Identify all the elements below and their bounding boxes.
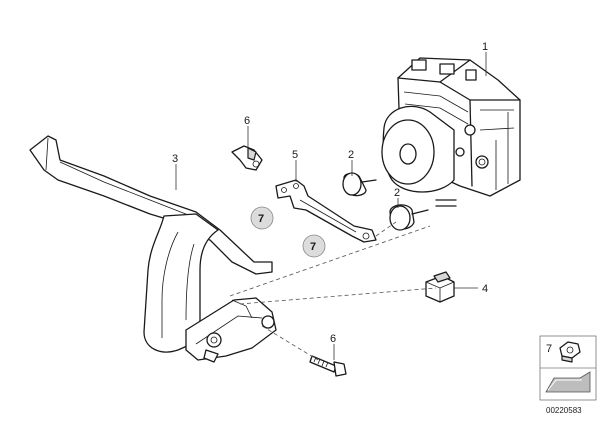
main-bracket-part[interactable] — [29, 135, 277, 363]
callout-2-upper: 2 — [348, 149, 354, 161]
hex-nut-icon — [559, 341, 581, 363]
reference-bubble-7-lower[interactable]: 7 — [302, 234, 326, 258]
bolt-part[interactable] — [309, 355, 347, 377]
callout-2-lower: 2 — [394, 187, 400, 199]
legend-box: 7 — [539, 335, 597, 401]
callout-5: 5 — [292, 149, 298, 161]
arrow-icon — [545, 371, 591, 393]
reference-bubble-7-upper[interactable]: 7 — [250, 206, 274, 230]
callout-labels: 1 2 2 3 4 5 6 6 — [172, 41, 488, 345]
callout-6-clip: 6 — [244, 115, 250, 127]
legend-label: 7 — [546, 343, 552, 355]
hydraulic-unit-part[interactable] — [381, 57, 521, 207]
callout-6-bolt: 6 — [330, 333, 336, 345]
small-bracket-part[interactable] — [275, 179, 377, 243]
alignment-lines — [229, 221, 437, 361]
bubble-label: 7 — [258, 213, 264, 225]
bubble-label: 7 — [310, 241, 316, 253]
rubber-mount-upper[interactable] — [342, 172, 377, 197]
callout-4: 4 — [482, 283, 488, 295]
leader-lines — [175, 52, 487, 360]
callout-3: 3 — [172, 153, 178, 165]
rubber-mount-lower[interactable] — [389, 204, 429, 231]
grommet-part[interactable] — [425, 271, 455, 303]
document-number: 00220583 — [546, 406, 582, 415]
clip-part[interactable] — [231, 145, 263, 171]
callout-1: 1 — [482, 41, 488, 53]
